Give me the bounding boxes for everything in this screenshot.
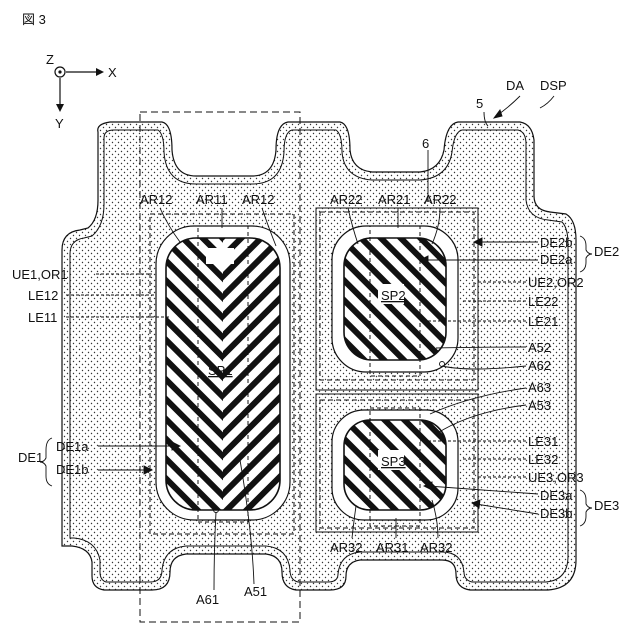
label-le12: LE12 <box>28 288 58 303</box>
label-dsp: DSP <box>540 78 567 93</box>
label-de3: DE3 <box>594 498 619 513</box>
label-ue3: UE3,OR3 <box>528 470 584 485</box>
label-le21: LE21 <box>528 314 558 329</box>
label-a52: A52 <box>528 340 551 355</box>
sp2-ar-right-label: AR22 <box>424 192 457 207</box>
label-a62: A62 <box>528 358 551 373</box>
sp2-ar-left-label: AR22 <box>330 192 363 207</box>
axis-x-label: X <box>108 65 117 80</box>
label-a63: A63 <box>528 380 551 395</box>
label-de1a: DE1a <box>56 439 89 454</box>
sp1-ar-left-label: AR12 <box>140 192 173 207</box>
label-de2a: DE2a <box>540 252 573 267</box>
label-le31: LE31 <box>528 434 558 449</box>
label-6: 6 <box>422 136 429 151</box>
label-da: DA <box>506 78 524 93</box>
sp3-ar-mid-label: AR31 <box>376 540 409 555</box>
label-5: 5 <box>476 96 483 111</box>
sp2-ar-mid-label: AR21 <box>378 192 411 207</box>
sp3-ar-right-label: AR32 <box>420 540 453 555</box>
axis-z-label: Z <box>46 52 54 67</box>
sp2-label: SP2 <box>381 288 406 303</box>
label-le32: LE32 <box>528 452 558 467</box>
label-de3b: DE3b <box>540 506 573 521</box>
axis-indicator: Z X Y <box>46 52 117 131</box>
sp1-label: SP1 <box>208 363 233 378</box>
sp3-label: SP3 <box>381 454 406 469</box>
sp1-ar-mid-label: AR11 <box>196 192 228 207</box>
label-ue2: UE2,OR2 <box>528 275 584 290</box>
axis-y-label: Y <box>55 116 64 131</box>
figure-title: 図 3 <box>22 12 46 27</box>
label-de2: DE2 <box>594 244 619 259</box>
label-a51: A51 <box>244 584 267 599</box>
label-a61: A61 <box>196 592 219 607</box>
label-de3a: DE3a <box>540 488 573 503</box>
label-le11: LE11 <box>28 310 57 325</box>
label-de2b: DE2b <box>540 235 573 250</box>
sp1-ar-right-label: AR12 <box>242 192 275 207</box>
label-de1: DE1 <box>18 450 43 465</box>
label-de1b: DE1b <box>56 462 89 477</box>
label-ue1: UE1,OR1 <box>12 267 68 282</box>
label-a53: A53 <box>528 398 551 413</box>
label-le22: LE22 <box>528 294 558 309</box>
sp3-ar-left-label: AR32 <box>330 540 363 555</box>
